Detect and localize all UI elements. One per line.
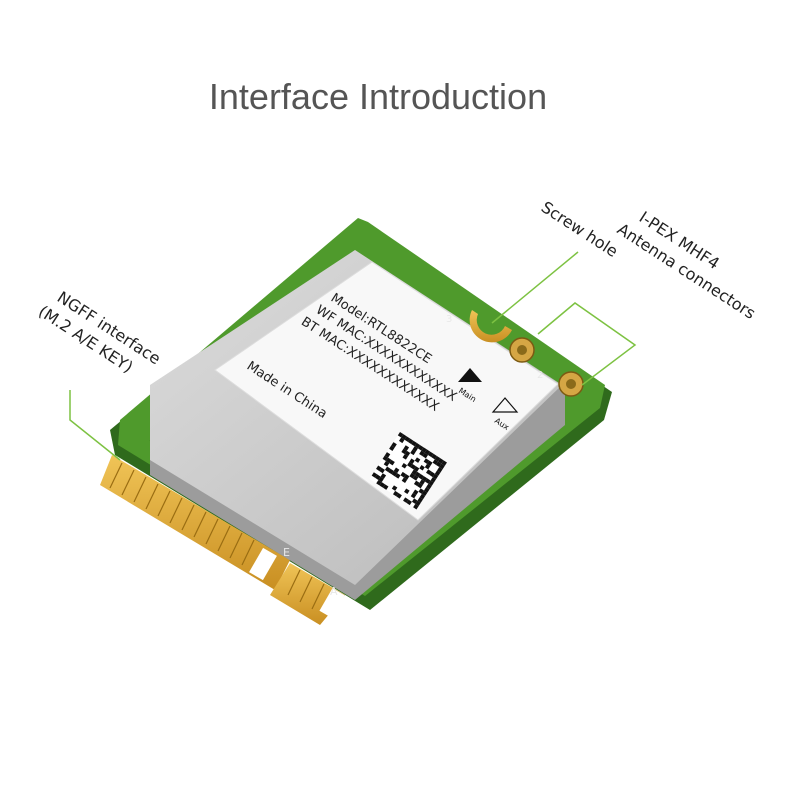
ngff-leader [69,390,121,461]
key-e-mark: E [283,546,290,559]
product-label [214,261,559,521]
data-matrix-code [369,432,447,510]
screw-hole-leader [491,251,579,324]
antenna-connector-main [509,337,535,363]
page-title: Interface Introduction [208,76,548,117]
antenna-leader [537,302,637,386]
pad-3-mark: 3 [446,314,452,325]
antenna-connector-aux [558,371,584,397]
pad-2-mark: 2 [537,370,543,381]
key-a-mark: A [330,585,338,598]
screw-hole-callout: Screw hole [538,197,622,261]
screw-hole [469,310,512,343]
leader-lines [69,251,637,461]
aux-antenna-symbol [491,397,519,413]
edge-connector [100,455,345,625]
main-antenna-symbol [458,368,482,382]
